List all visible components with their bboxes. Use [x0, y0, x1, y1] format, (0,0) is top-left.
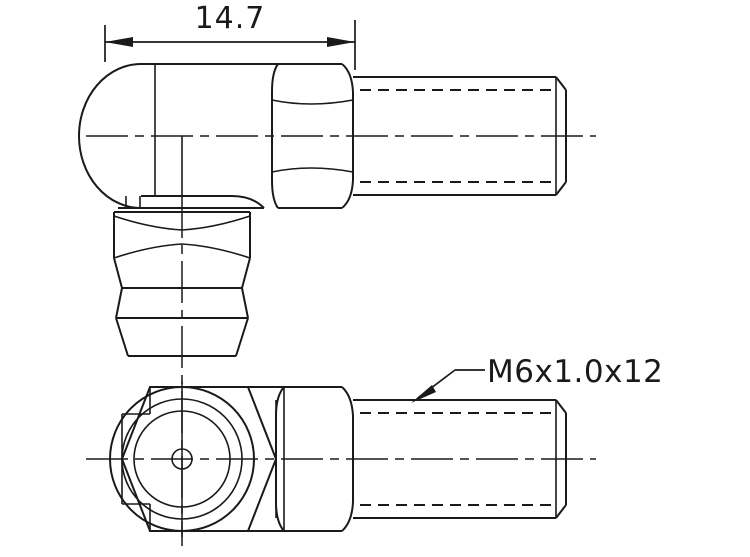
dimension-overall-length: 14.7	[104, 1, 356, 70]
dome-head-outline	[78, 63, 142, 209]
stem-taper-left-lower	[115, 317, 129, 357]
bottom-view-assembly	[109, 381, 567, 537]
thread-chamfer-bottom-bv	[555, 504, 567, 519]
thread-spec-label: M6x1.0x12	[487, 354, 663, 390]
hex-nut-bottom-view	[275, 386, 354, 532]
hex-nut-chamfer-line-lower	[271, 167, 354, 173]
arrowhead-right-icon	[327, 37, 355, 47]
stem-taper-right-lower	[235, 317, 249, 357]
hex-nut-right-chamfer	[341, 63, 354, 209]
body-fillet-right	[231, 195, 265, 209]
stem-taper-left-upper	[113, 257, 123, 289]
stem-taper-right-mid	[241, 287, 249, 319]
center-lines	[86, 135, 596, 546]
thread-chamfer-top	[555, 76, 567, 91]
hex-nut-bv-right-chamfer	[341, 386, 354, 532]
dimension-value-label: 14.7	[195, 1, 266, 36]
hex-nut-left-chamfer	[271, 63, 279, 209]
thread-chamfer-top-bv	[555, 399, 567, 414]
stem-taper-right-upper	[241, 257, 251, 289]
hex-nut-chamfer-line-upper	[271, 99, 354, 105]
hex-nut-side-view	[271, 63, 354, 209]
leader-arrowhead-icon	[411, 385, 436, 403]
arrowhead-left-icon	[105, 37, 133, 47]
threaded-shaft-bottom-view	[353, 399, 567, 519]
annotation-thread-spec: M6x1.0x12	[411, 354, 663, 403]
side-view-assembly	[78, 63, 567, 357]
thread-chamfer-bottom	[555, 181, 567, 196]
threaded-shaft-side-view	[353, 76, 567, 196]
vertical-stem-side-view	[113, 196, 264, 357]
stem-taper-left-mid	[115, 287, 123, 319]
stem-hex-chamfer-lower	[113, 243, 251, 259]
stem-hex-chamfer-upper	[113, 215, 251, 231]
